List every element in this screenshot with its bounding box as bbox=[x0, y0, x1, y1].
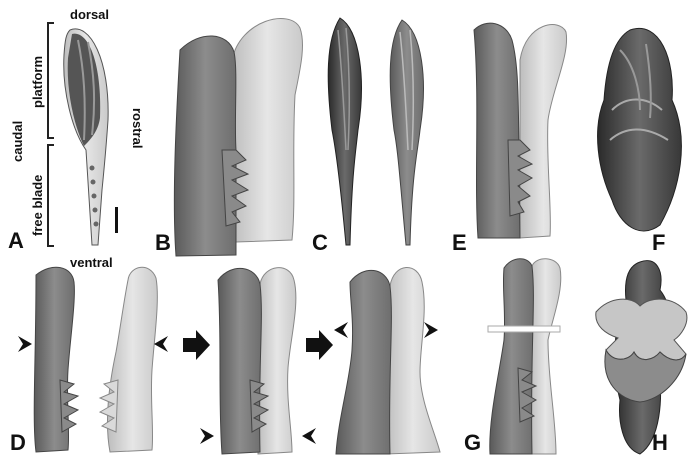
arrowhead-d-right bbox=[154, 336, 168, 352]
label-rostral: rostral bbox=[130, 108, 145, 148]
panel-g-apparatus-pair bbox=[488, 259, 561, 454]
free-blade-bracket bbox=[48, 145, 54, 246]
panel-label-g: G bbox=[464, 430, 481, 455]
scale-bar bbox=[115, 207, 118, 233]
arrowhead-d-left bbox=[18, 336, 32, 352]
label-free-blade: free blade bbox=[30, 175, 45, 236]
panel-label-h: H bbox=[652, 430, 668, 455]
arrowhead-d3-right bbox=[424, 322, 438, 338]
panel-d-element-pair bbox=[34, 267, 157, 452]
panel-label-e: E bbox=[452, 230, 467, 255]
label-caudal: caudal bbox=[10, 121, 25, 162]
platform-bracket bbox=[48, 23, 54, 138]
panel-a-specimen bbox=[64, 29, 108, 245]
panel-d2-overlap bbox=[218, 268, 296, 454]
panel-c-elements bbox=[328, 18, 423, 245]
panel-label-d: D bbox=[10, 430, 26, 455]
arrowhead-d3-left bbox=[334, 322, 348, 338]
panel-h-reconstruction bbox=[596, 261, 687, 454]
arrowhead-d2-right bbox=[302, 428, 316, 444]
panel-f-3d-cluster bbox=[598, 28, 682, 231]
label-dorsal: dorsal bbox=[70, 7, 109, 22]
panel-d3-apparatus-pair bbox=[336, 267, 440, 454]
panel-label-a: A bbox=[8, 228, 24, 253]
panel-b-apparatus-pair bbox=[174, 18, 302, 256]
panel-e-apparatus-pair bbox=[474, 23, 567, 238]
label-platform: platform bbox=[30, 56, 45, 108]
arrowhead-d2-left bbox=[200, 428, 214, 444]
label-ventral: ventral bbox=[70, 255, 113, 270]
panel-label-f: F bbox=[652, 230, 665, 255]
arrow-d2-to-next bbox=[306, 330, 333, 360]
panel-label-b: B bbox=[155, 230, 171, 255]
panel-label-c: C bbox=[312, 230, 328, 255]
arrow-d-to-next bbox=[183, 330, 210, 360]
